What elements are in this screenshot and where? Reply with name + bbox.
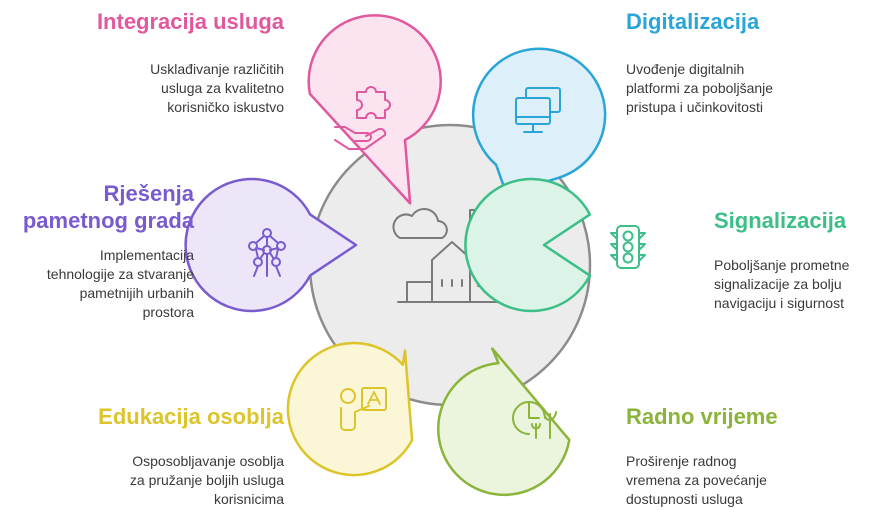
edukacija-description: Osposobljavanje osoblja za pružanje bolj… <box>40 452 284 509</box>
radno-line-3: dostupnosti usluga <box>626 491 743 507</box>
rjesenja-line-1: Implementacija <box>99 247 194 263</box>
integracija-line-1: Usklađivanje različitih <box>150 61 284 77</box>
rjesenja-title: Rješenja pametnog grada <box>20 180 194 234</box>
signalizacija-pin <box>464 177 592 313</box>
integracija-line-3: korisničko iskustvo <box>167 99 284 115</box>
integracija-pin <box>307 14 442 205</box>
integracija-title: Integracija usluga <box>96 9 284 34</box>
digitalizacija-description: Uvođenje digitalnih platformi za poboljš… <box>626 60 866 117</box>
edukacija-pin <box>286 341 414 477</box>
signalizacija-line-2: signalizacije za bolju <box>714 276 842 292</box>
rjesenja-description: Implementacija tehnologije za stvaranje … <box>0 246 194 322</box>
rjesenja-title-line-1: Rješenja <box>103 181 195 206</box>
digitalizacija-line-3: pristupa i učinkovitosti <box>626 99 763 115</box>
teacher-board-icon <box>340 387 387 431</box>
radno-pin <box>437 347 571 497</box>
digitalizacija-title: Digitalizacija <box>626 9 760 34</box>
signalizacija-line-3: navigaciju i sigurnost <box>714 295 844 311</box>
signalizacija-description: Poboljšanje prometne signalizacije za bo… <box>714 256 886 313</box>
edukacija-line-1: Osposobljavanje osoblja <box>132 453 284 469</box>
rjesenja-line-3: pametnijih urbanih <box>79 285 194 301</box>
radno-description: Proširenje radnog vremena za povećanje d… <box>626 452 866 509</box>
rjesenja-line-2: tehnologije za stvaranje <box>46 266 194 282</box>
monitors-icon <box>515 87 561 133</box>
clock-plants-icon <box>512 401 557 439</box>
rjesenja-line-4: prostora <box>142 304 194 320</box>
puzzle-hand-icon <box>334 86 391 150</box>
digitalizacija-line-2: platformi za poboljšanje <box>626 80 774 96</box>
radno-title: Radno vrijeme <box>626 404 778 429</box>
edukacija-title: Edukacija osoblja <box>98 404 284 429</box>
radno-line-2: vremena za povećanje <box>626 472 767 488</box>
signalizacija-title: Signalizacija <box>714 208 847 233</box>
edukacija-line-2: za pružanje boljih usluga <box>129 472 284 488</box>
radno-line-1: Proširenje radnog <box>626 453 737 469</box>
signalizacija-line-1: Poboljšanje prometne <box>714 257 850 273</box>
integracija-description: Usklađivanje različitih usluga za kvalit… <box>40 60 284 117</box>
traffic-light-icon <box>610 225 646 269</box>
atomium-icon <box>248 228 286 277</box>
rjesenja-pin <box>184 177 358 313</box>
integracija-line-2: usluga za kvalitetno <box>161 80 284 96</box>
digitalizacija-line-1: Uvođenje digitalnih <box>626 61 745 77</box>
edukacija-line-3: korisnicima <box>213 491 284 507</box>
rjesenja-title-line-2: pametnog grada <box>22 208 194 233</box>
